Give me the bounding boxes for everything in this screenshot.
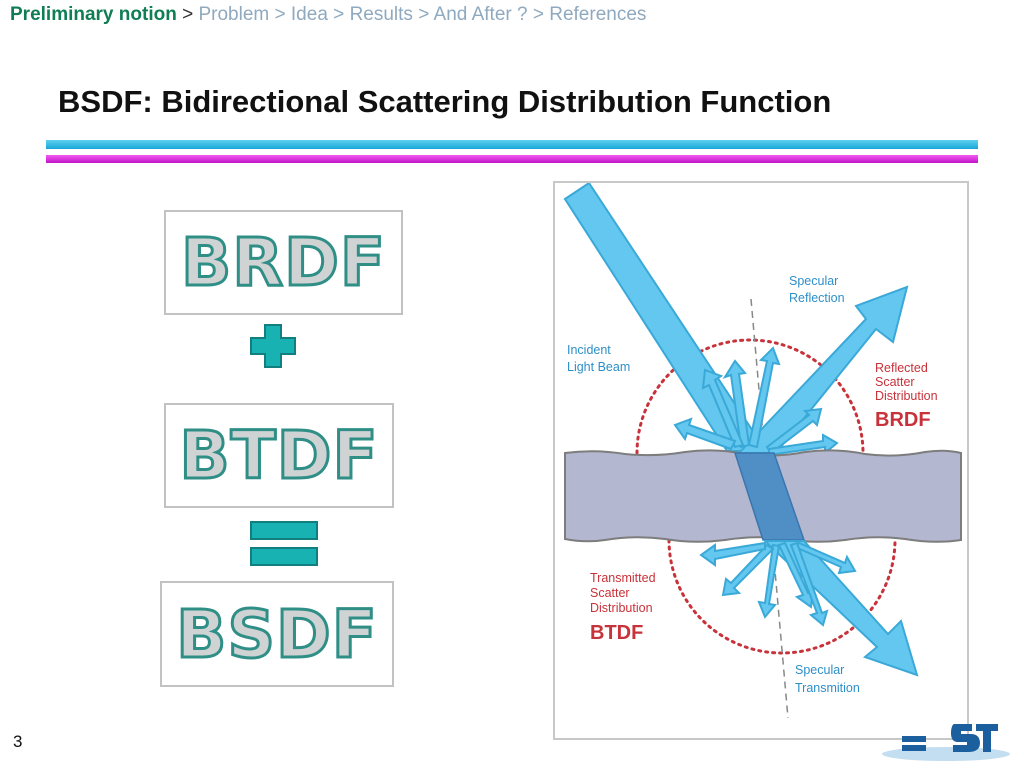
breadcrumb-separator: > <box>418 4 430 25</box>
transmitted-scatter-label-line3: Distribution <box>590 601 653 615</box>
logo-mark <box>902 724 998 752</box>
bsdf-term: BSDF <box>175 594 379 674</box>
scattering-diagram-svg: Incident Light Beam Specular Reflection … <box>563 183 962 719</box>
breadcrumb-separator: > <box>532 4 544 25</box>
specular-transmission-label-line2: Transmition <box>795 681 860 695</box>
figure-labels-red: Reflected Scatter Distribution BRDF Tran… <box>590 361 938 644</box>
breadcrumb-separator: > <box>182 4 194 25</box>
btdf-figure-label: BTDF <box>590 622 643 644</box>
reflected-scatter-label-line3: Distribution <box>875 389 938 403</box>
transmitted-scatter-lobe <box>667 538 897 655</box>
breadcrumb-separator: > <box>333 4 345 25</box>
equals-icon: = <box>250 521 318 566</box>
breadcrumb-item-preliminary-notion[interactable]: Preliminary notion <box>10 4 177 25</box>
scattering-diagram: Incident Light Beam Specular Reflection … <box>553 181 969 740</box>
transmitted-scatter-label-line2: Scatter <box>590 586 630 600</box>
title-underline-magenta <box>46 155 978 163</box>
title-underline-cyan <box>46 140 978 149</box>
slide-title: BSDF: Bidirectional Scattering Distribut… <box>58 84 832 119</box>
brdf-box: BRDF <box>164 210 403 315</box>
specular-reflection-label-line2: Reflection <box>789 291 845 305</box>
page-number: 3 <box>13 732 23 751</box>
logo <box>882 724 1010 761</box>
reflected-scatter-label-line2: Scatter <box>875 375 915 389</box>
breadcrumb-item-idea[interactable]: Idea <box>290 4 328 25</box>
transmitted-scatter-arrows <box>699 541 857 627</box>
breadcrumb-item-references[interactable]: References <box>549 4 647 25</box>
reflected-scatter-lobe <box>635 338 865 455</box>
transmitted-scatter-label-line1: Transmitted <box>590 571 656 585</box>
breadcrumb: Preliminary notion > Problem > Idea > Re… <box>10 4 646 26</box>
breadcrumb-item-results[interactable]: Results <box>349 4 413 25</box>
plus-icon: + <box>250 324 296 368</box>
btdf-box: BTDF <box>164 403 394 508</box>
brdf-figure-label: BRDF <box>875 409 931 431</box>
breadcrumb-item-and-after[interactable]: And After ? <box>433 4 528 25</box>
figure-labels: Incident Light Beam Specular Reflection … <box>567 274 860 695</box>
breadcrumb-item-problem[interactable]: Problem <box>198 4 270 25</box>
specular-reflection-label-line1: Specular <box>789 274 838 288</box>
brdf-term: BRDF <box>180 223 387 303</box>
incident-label-line2: Light Beam <box>567 360 630 374</box>
breadcrumb-separator: > <box>274 4 286 25</box>
btdf-term: BTDF <box>178 416 379 496</box>
specular-transmission-label-line1: Specular <box>795 663 844 677</box>
incident-label-line1: Incident <box>567 343 611 357</box>
reflected-scatter-label-line1: Reflected <box>875 361 928 375</box>
bsdf-box: BSDF <box>160 581 394 687</box>
reflected-scatter-arrows <box>673 346 839 457</box>
